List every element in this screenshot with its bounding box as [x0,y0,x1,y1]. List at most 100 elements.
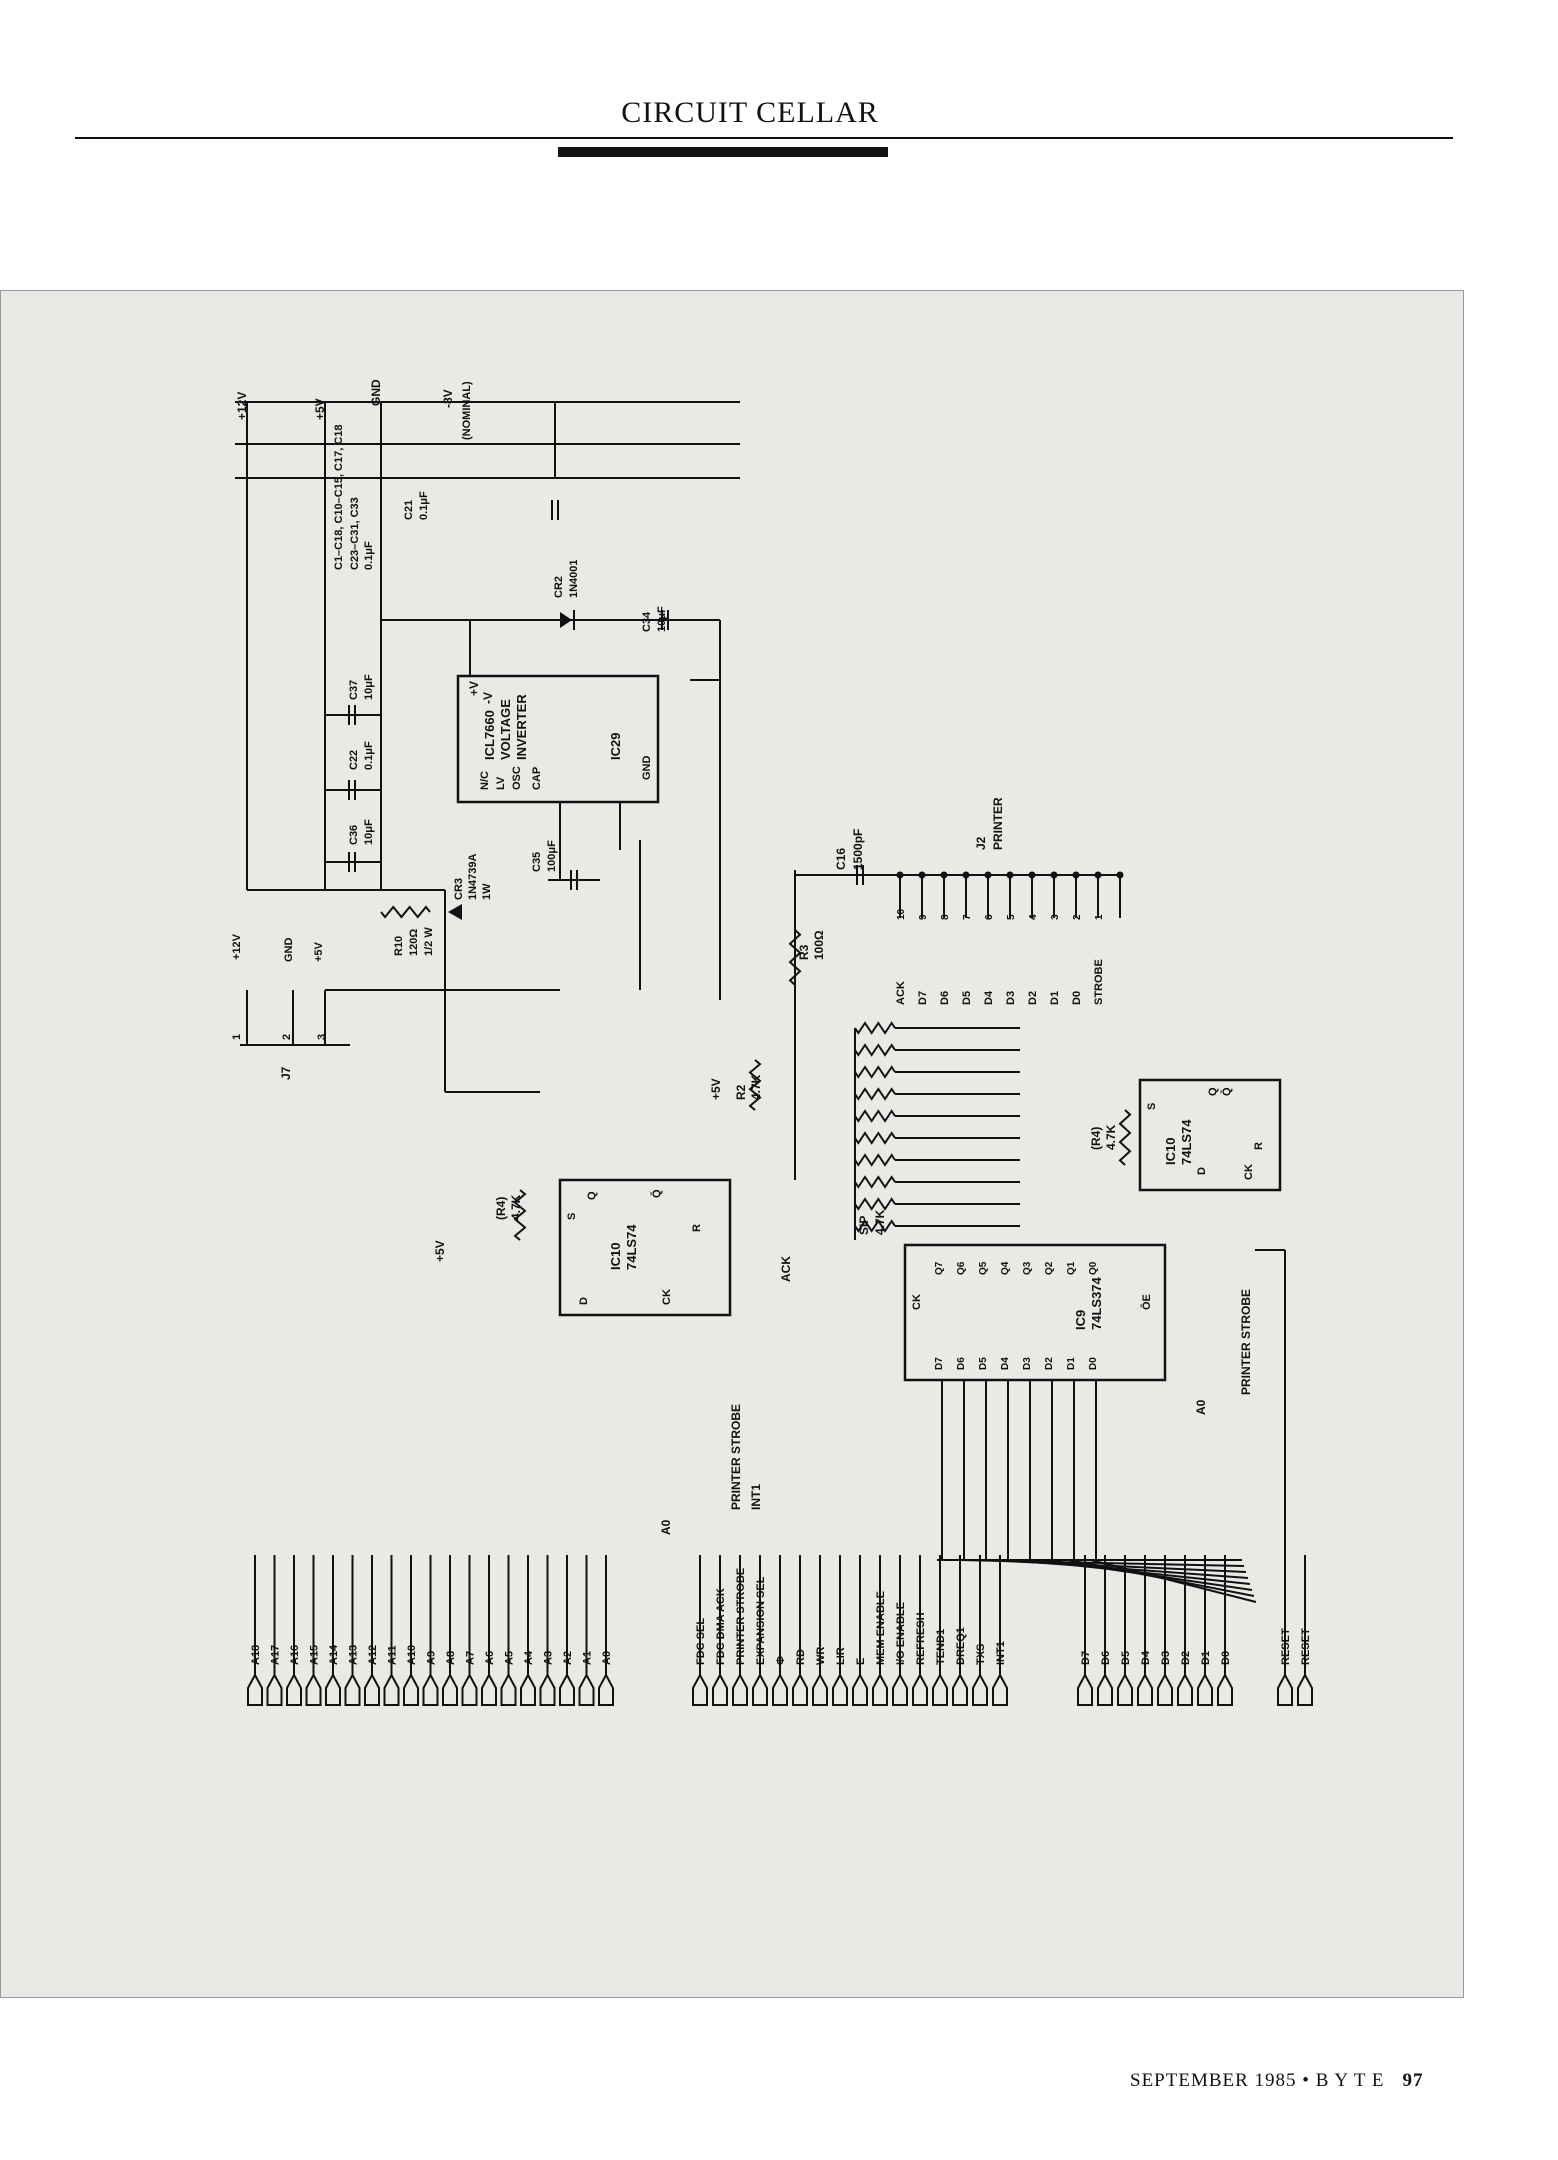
bus-address-terminal [481,1672,497,1706]
c16-label: 1500pF [851,829,865,870]
ic9-q-label: Q4 [1000,1261,1011,1275]
cap-list-label: C1–C18, C10–C15, C17, C18 [333,424,345,570]
bus-address-terminal [442,1672,458,1706]
j7-pin-number: 1 [231,1034,243,1040]
ic9-pin-label: CK [911,1294,923,1310]
cr2-label: CR2 [553,576,565,598]
bus-address-label: A18 [250,1645,262,1665]
bus-address-label: A10 [406,1645,418,1665]
ic10b-pin-label: CK [1243,1164,1255,1180]
bus-reset-label: RESET [1280,1628,1292,1665]
bus-address-terminal [539,1672,556,1706]
sip-resistor [854,1043,896,1057]
bus-control-terminal [912,1672,928,1706]
bus-control-label: FDC SEL [695,1618,707,1665]
sip-resistor [854,1219,896,1233]
bus-address-label: A14 [328,1644,340,1665]
r2-label: R2 [734,1084,748,1100]
ic9-d-label: D1 [1066,1357,1077,1370]
c16-label: C16 [834,848,848,870]
ic9-q-label: Q7 [934,1261,945,1275]
r10-label: 120Ω [408,929,420,956]
ic10b-part: 74LS74 [1179,1119,1194,1165]
bus-data-label: D4 [1140,1650,1152,1665]
bus-control-label: FDC DMA ACK [715,1588,727,1665]
bus-address-label: A6 [484,1651,496,1665]
bus-data-label: D0 [1220,1651,1232,1665]
bus-data-label: D5 [1120,1651,1132,1665]
r3-label: R3 [797,944,811,960]
sip-resistor [854,1197,896,1211]
ic9-part: 74LS374 [1089,1276,1104,1330]
resistor-r4b [1118,1109,1132,1166]
bus-address-label: A5 [504,1651,516,1665]
bus-control-terminal [872,1672,888,1706]
ic10a-pin-label: Q [586,1191,598,1200]
bus-reset-terminal [1297,1672,1313,1706]
printer-signal-label: D1 [1049,991,1061,1005]
bus-control-terminal [972,1672,988,1706]
connector-pin [1050,871,1058,879]
ack-label: ACK [779,1256,793,1282]
c37-label: C37 [348,680,360,700]
bus-control-label: WR [815,1647,827,1665]
bus-address-terminal [383,1672,400,1706]
bus-control-terminal [692,1672,708,1706]
connector-pin [896,871,904,879]
cap-list-label: C23–C31, C33 [349,497,361,570]
j2-pin-number: 10 [896,908,907,920]
a0-label: A0 [1194,1399,1208,1415]
sip-resistor [854,1087,896,1101]
zener-cr3 [448,904,462,920]
cap-list-label: 0.1μF [363,541,375,570]
ic10b-pin-label: Q [1207,1087,1219,1096]
bus-control-terminal [932,1672,948,1706]
c35-label: C35 [531,852,543,872]
sip-resistor [854,1021,896,1035]
j2-pin-number: 9 [918,914,929,920]
ic10a-name: IC10 [608,1243,623,1270]
bus-address-label: A12 [367,1645,379,1665]
printer-signal-label: D6 [939,991,951,1005]
bus-address-terminal [266,1672,283,1706]
ic29-part: VOLTAGE [498,699,513,760]
bus-data-label: D6 [1100,1651,1112,1665]
bus-control-label: TXS [975,1644,987,1665]
bus-control-terminal [852,1672,868,1706]
sip-resistor [854,1153,896,1167]
bus-control-terminal [732,1672,748,1706]
c21-label: C21 [403,500,415,520]
bus-control-terminal [892,1672,908,1706]
bus-control-label: TEND1 [935,1629,947,1665]
bus-address-label: A4 [523,1650,535,1665]
bus-control-terminal [992,1672,1008,1706]
j2-pin-number: 4 [1028,914,1039,920]
cr3-label: 1N4739A [467,853,479,900]
connector-pin [1116,871,1124,879]
ic9-d-label: D5 [978,1357,989,1370]
bus-address-terminal [500,1672,517,1706]
bus-address-terminal [461,1672,478,1706]
j2-pin-number: 7 [962,914,973,920]
bus-data-terminal [1097,1672,1113,1706]
bus-data-terminal [1077,1672,1093,1706]
ic10b-name: IC10 [1163,1138,1178,1165]
bus-address-terminal [598,1672,614,1706]
bus-control-label: EXPANSION SEL [755,1576,767,1665]
ic10b-pin-label: S [1146,1103,1158,1110]
bus-control-label: RD [795,1649,807,1665]
j7-pin-label: +5V [313,941,325,962]
bus-address-label: A17 [270,1645,282,1665]
plus5v-label: +5V [433,1240,447,1262]
connector-pin [1094,871,1102,879]
ic9-name: IC9 [1073,1310,1088,1330]
ic29-part: ICL7660 [482,710,497,760]
bus-address-label: A13 [348,1645,360,1665]
printer-strobe-label: PRINTER STROBE [729,1404,743,1510]
bus-control-terminal [752,1672,768,1706]
rail-label-gnd: GND [369,379,383,406]
c22-label: C22 [348,750,360,770]
j7-pin-number: 2 [281,1034,293,1040]
ic10b-pin-label: Q̄ [1221,1087,1233,1096]
